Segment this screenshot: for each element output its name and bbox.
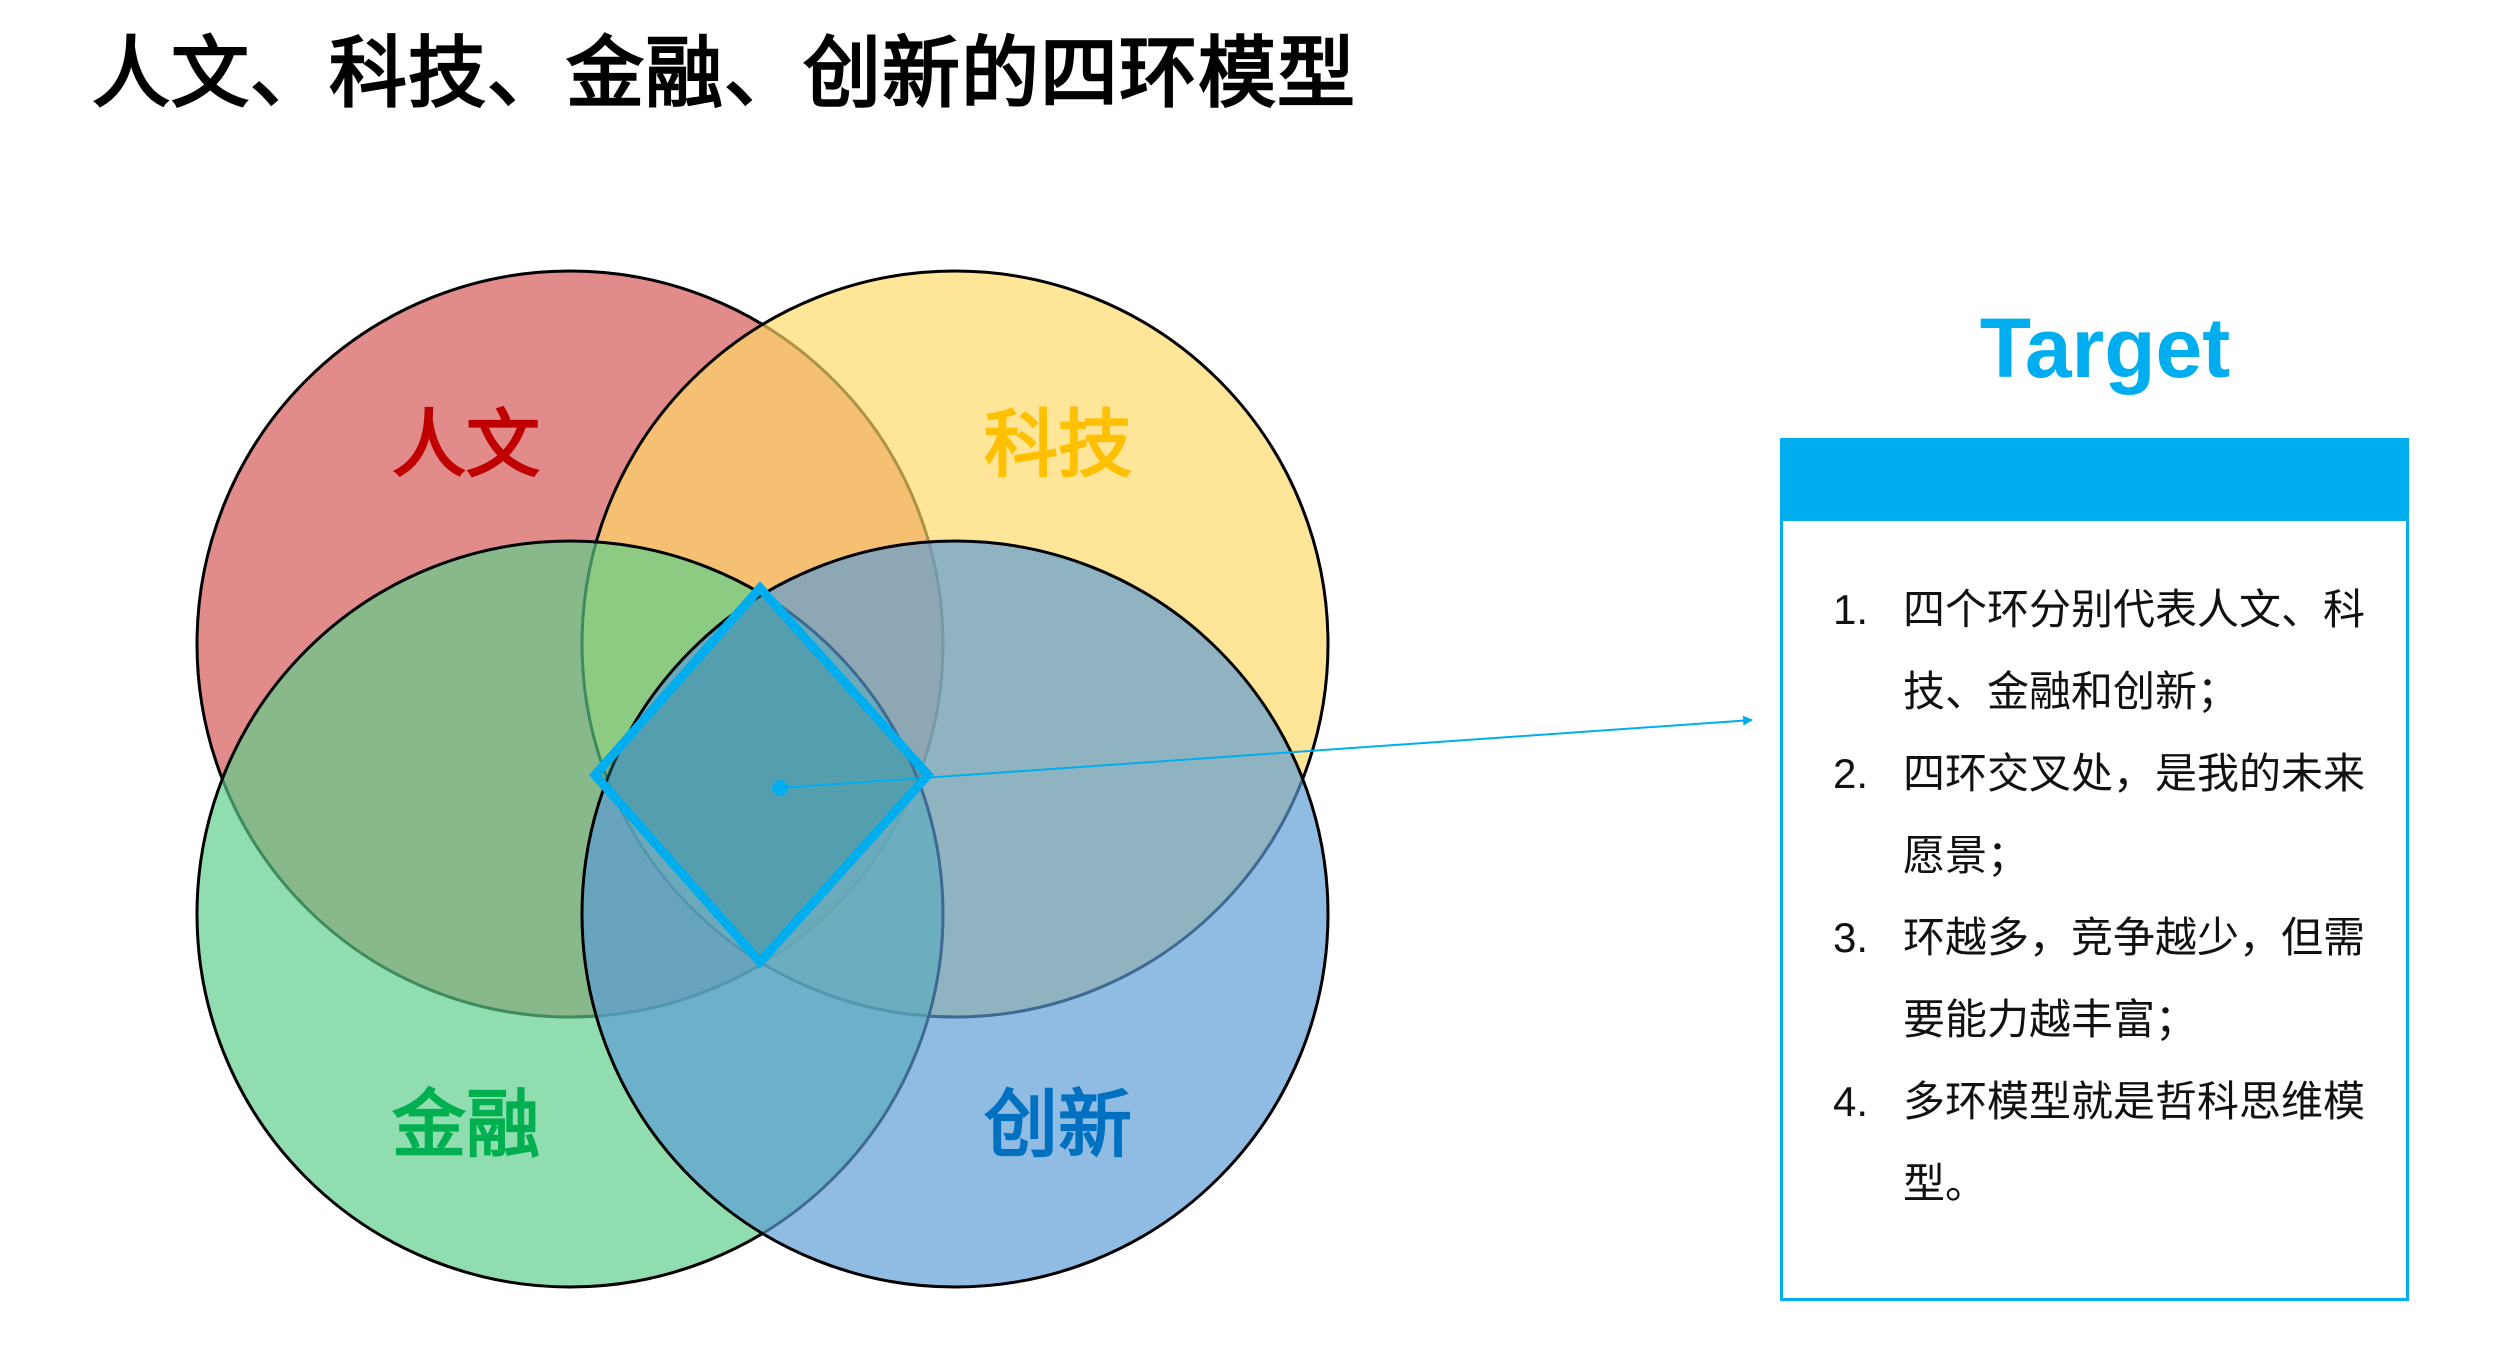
target-item-number: 4. [1833, 1078, 1869, 1125]
target-item-text: 环越多，竞争越少，但需要能力越丰富； [1903, 913, 2366, 1044]
center-diamond [588, 581, 935, 969]
ring-innovation [580, 539, 1330, 1289]
ring-label-technology: 科技 [984, 402, 1132, 488]
target-title: Target [1979, 301, 2231, 395]
ring-label-finance: 金融 [392, 1082, 540, 1168]
target-header-band [1783, 441, 2406, 521]
target-item: 1. 四个环分别代表人文、科技、金融和创新； [1833, 569, 2393, 733]
target-item-text: 四个环分别代表人文、科技、金融和创新； [1903, 585, 2366, 716]
ring-label-humanities: 人文 [392, 402, 540, 488]
target-item: 3. 环越多，竞争越少，但需要能力越丰富； [1833, 897, 2393, 1061]
target-item-text: 多环模型就是哲科思维模型。 [1903, 1077, 2366, 1208]
target-list: 1. 四个环分别代表人文、科技、金融和创新； 2. 四环交叉处，是我的未来愿景；… [1833, 569, 2393, 1225]
center-pointer-arrow [779, 715, 1753, 789]
target-item-number: 3. [1833, 914, 1869, 961]
ring-label-innovation: 创新 [983, 1082, 1132, 1168]
target-item-number: 2. [1833, 750, 1869, 797]
target-item: 2. 四环交叉处，是我的未来愿景； [1833, 733, 2393, 897]
target-item: 4. 多环模型就是哲科思维模型。 [1833, 1061, 2393, 1225]
target-item-number: 1. [1833, 586, 1869, 633]
target-item-text: 四环交叉处，是我的未来愿景； [1903, 749, 2366, 880]
target-panel: 1. 四个环分别代表人文、科技、金融和创新； 2. 四环交叉处，是我的未来愿景；… [1780, 438, 2409, 1301]
page-title: 人文、科技、金融、创新的四环模型 [92, 29, 1357, 119]
center-point [772, 780, 788, 796]
